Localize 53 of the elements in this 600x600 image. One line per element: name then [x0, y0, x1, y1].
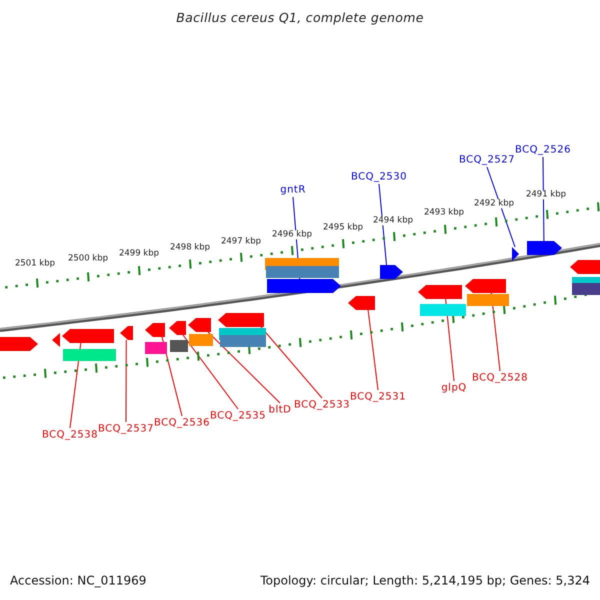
leader-line: [208, 332, 280, 404]
gene-label: BCQ_2530: [351, 172, 407, 182]
scale-label: 2496 kbp: [270, 230, 314, 240]
gene-label: BCQ_2531: [350, 392, 406, 402]
gene-label: BCQ_2527: [459, 154, 515, 166]
gene-feature: [512, 247, 519, 261]
leader-line: [542, 156, 544, 242]
gene-feature: [120, 326, 133, 340]
leader-line: [162, 336, 182, 416]
gene-feature: [169, 321, 186, 335]
gene-feature: [62, 329, 114, 343]
gene-feature: [418, 285, 462, 299]
gene-feature: [570, 260, 600, 274]
gene-label: BCQ_2537: [98, 424, 154, 434]
gene-label: glpQ: [441, 382, 467, 394]
map-title: Bacillus cereus Q1, complete genome: [176, 11, 424, 25]
scale-label: 2491 kbp: [524, 190, 568, 200]
gene-feature: [267, 279, 341, 293]
gene-label: BCQ_2528: [472, 372, 528, 384]
genome-info-note: Topology: circular; Length: 5,214,195 bp; Genes: 5,324: [260, 574, 590, 588]
gene-label: bltD: [268, 404, 292, 416]
gene-feature: [145, 323, 165, 337]
gene-feature: [380, 265, 403, 279]
scale-label: 2494 kbp: [372, 216, 414, 226]
scale-label: 2501 kbp: [14, 259, 56, 269]
gene-label: BCQ_2535: [210, 410, 266, 422]
gene-label: gntR: [280, 184, 306, 196]
scale-label: 2499 kbp: [118, 249, 160, 259]
scale-label: 2495 kbp: [322, 223, 364, 233]
accession-note: Accession: NC_011969: [10, 574, 146, 588]
leader-line: [70, 342, 82, 428]
gene-feature: [465, 279, 506, 293]
leader-line: [182, 334, 238, 410]
leader-line: [368, 310, 378, 390]
scale-label: 2500 kbp: [66, 254, 110, 264]
gene-feature: [0, 337, 38, 351]
scale-label: 2493 kbp: [422, 208, 466, 218]
scale-label: 2492 kbp: [472, 199, 516, 209]
scale-label: 2497 kbp: [220, 237, 262, 247]
gene-feature: [348, 296, 375, 310]
gene-feature: [188, 318, 211, 332]
gene-label: BCQ_2538: [42, 430, 98, 440]
gene-feature: [218, 313, 264, 327]
gene-label: BCQ_2533: [294, 400, 350, 410]
gene-label: BCQ_2536: [154, 418, 210, 428]
gene-feature: [52, 333, 60, 347]
gene-feature: [527, 241, 562, 255]
leader-line: [378, 184, 387, 266]
leader-line: [486, 166, 516, 248]
gene-label: BCQ_2526: [515, 144, 571, 156]
leader-line: [260, 326, 322, 398]
scale-label: 2498 kbp: [168, 243, 212, 253]
leader-line: [126, 340, 127, 422]
